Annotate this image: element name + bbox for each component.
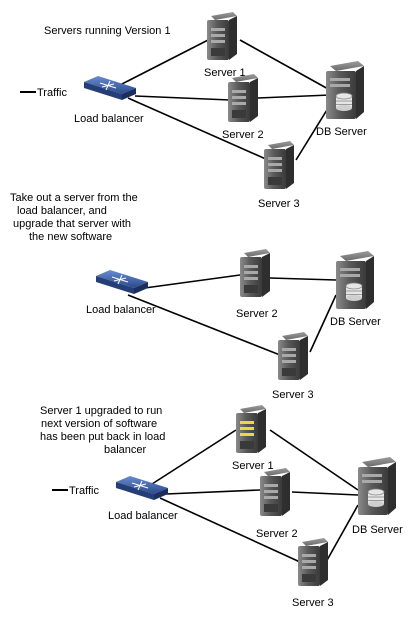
database-server-icon [325,60,365,120]
panel-3-caption-line-4: balancer [104,444,147,456]
panel-3: Server 1 upgraded to run next version of… [40,405,403,609]
traffic-label: Traffic [69,485,99,497]
load-balancer-switch-icon [95,269,149,295]
server-1-label: Server 1 [204,67,246,79]
panel-3-caption-line-2: next version of software [41,418,157,430]
panel-2-caption-line-4: the new software [29,231,112,243]
database-server-icon [335,250,375,310]
server-2-icon [228,74,258,122]
panel-3-caption-line-3: has been put back in load [40,431,165,443]
traffic-label: Traffic [37,87,67,99]
load-balancer-label: Load balancer [108,510,178,522]
panel-1-connections [119,37,331,161]
panel-1-title: Servers running Version 1 [44,25,171,37]
database-server-icon [357,456,397,516]
panel-2-connections [127,274,337,356]
panel-2-caption-line-3: upgrade that server with [13,218,131,230]
upgraded-server-1-icon [236,405,266,453]
server-1-icon [207,12,237,60]
server-2-icon [240,249,270,297]
panel-2-caption-line-1: Take out a server from the [10,192,138,204]
panel-2: Take out a server from the load balancer… [10,192,381,401]
load-balancer-switch-icon [83,75,137,101]
db-server-label: DB Server [316,126,367,138]
panel-2-caption-line-2: load balancer, and [17,205,107,217]
server-3-label: Server 3 [258,198,300,210]
panel-3-caption-line-1: Server 1 upgraded to run [40,405,162,417]
load-balancer-label: Load balancer [74,113,144,125]
load-balancer-label: Load balancer [86,304,156,316]
server-3-label: Server 3 [272,389,314,401]
server-3-label: Server 3 [292,597,334,609]
panel-2-caption: Take out a server from the load balancer… [10,192,141,243]
server-2-label: Server 2 [222,129,264,141]
db-server-label: DB Server [352,524,403,536]
db-server-label: DB Server [330,316,381,328]
server-3-icon [264,141,294,189]
panel-1: Servers running Version 1 Traffic Load b… [20,12,367,210]
server-1-label: Server 1 [232,460,274,472]
panel-3-connections [151,429,359,563]
server-3-icon [278,332,308,380]
server-3-icon [298,538,328,586]
server-2-label: Server 2 [236,308,278,320]
panel-3-caption: Server 1 upgraded to run next version of… [40,405,168,456]
server-2-icon [260,468,290,516]
server-2-label: Server 2 [256,528,298,540]
